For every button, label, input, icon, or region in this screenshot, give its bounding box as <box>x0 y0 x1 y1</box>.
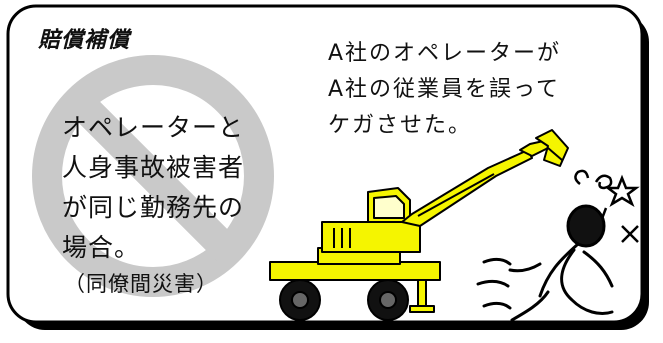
exclusion-condition: オペレーターと 人身事故被害者 が同じ勤務先の 場合。 （同僚間災害） <box>62 108 244 300</box>
exclusion-condition-line: が同じ勤務先の <box>62 193 245 222</box>
exclusion-condition-line: オペレーターと <box>62 113 245 142</box>
case-description: A社のオペレーターが A社の従業員を誤って ケガさせた。 <box>328 36 561 144</box>
no-entry-sign-icon <box>32 55 274 297</box>
case-description-line: ケガさせた。 <box>328 113 473 138</box>
page-title: 賠償補償 <box>38 28 131 53</box>
case-description-line: A社の従業員を誤って <box>328 77 560 102</box>
injured-person-icon <box>476 204 614 322</box>
excavator-icon <box>269 129 569 321</box>
exclusion-condition-line: 場合。 <box>62 233 141 262</box>
case-description-line: A社のオペレーターが <box>328 41 562 66</box>
exclusion-condition-line: 人身事故被害者 <box>62 153 245 182</box>
exclusion-label: （同僚間災害） <box>64 272 218 296</box>
